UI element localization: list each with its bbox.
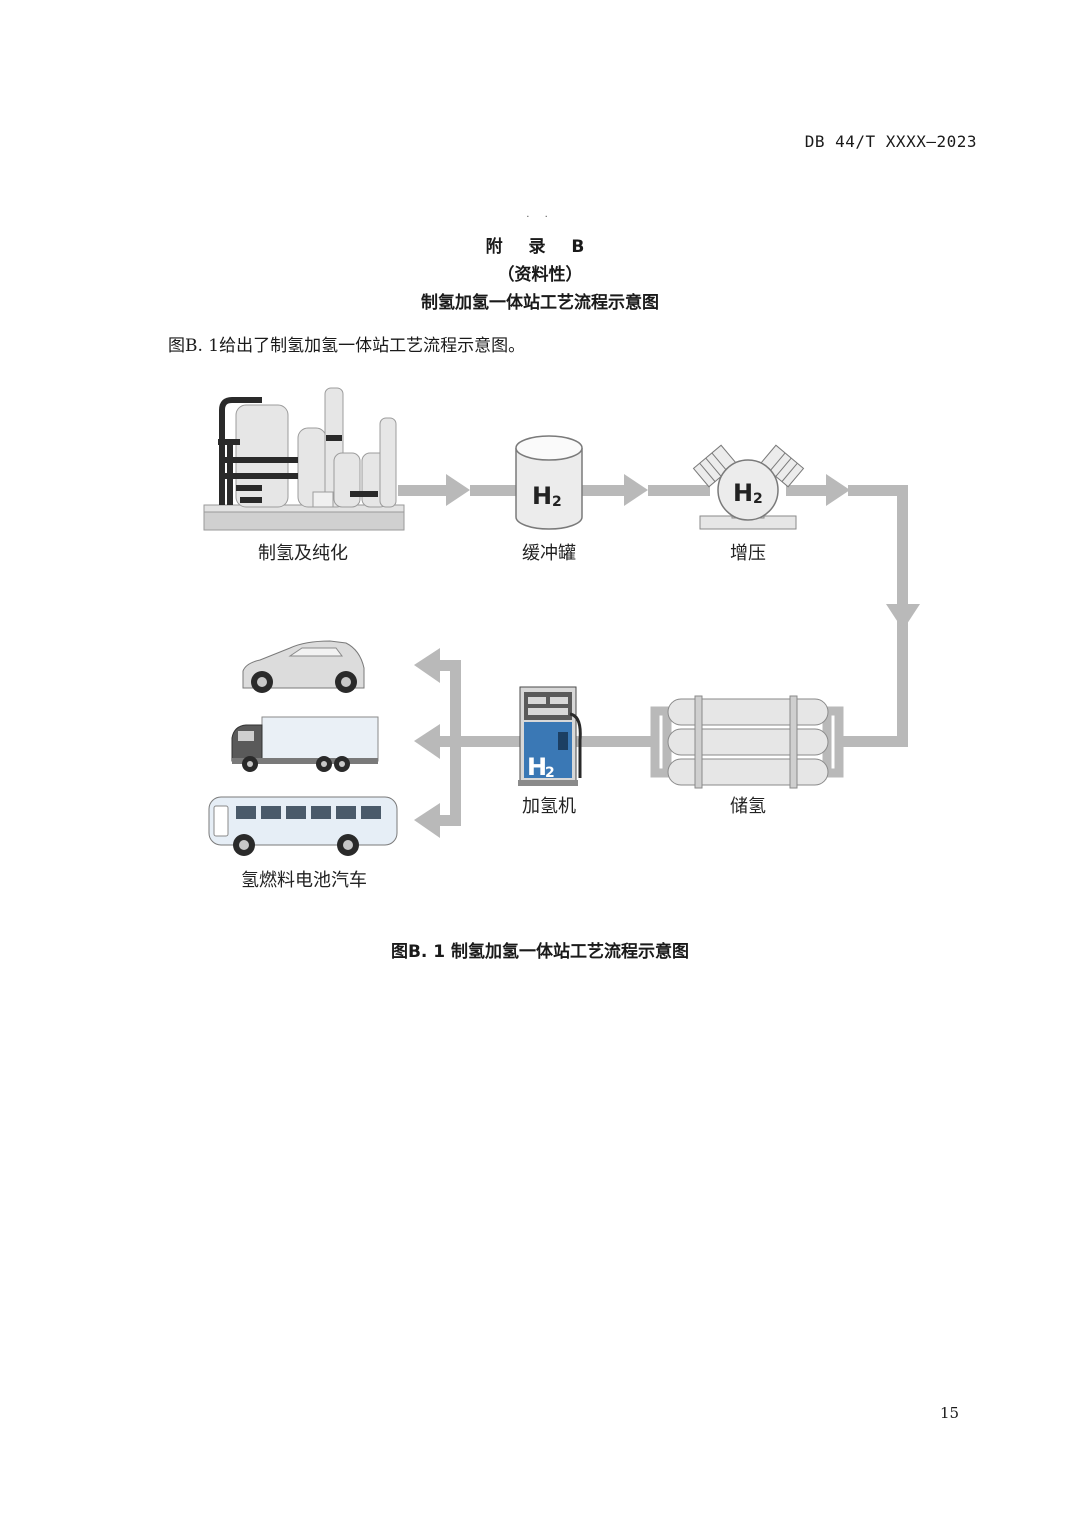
arrow-head-1 [446, 474, 470, 506]
svg-text:2: 2 [753, 491, 763, 507]
branch-vertical [450, 660, 461, 826]
branch-head-truck [414, 724, 440, 759]
svg-text:H: H [527, 753, 547, 781]
arrow-shaft-1 [398, 485, 448, 496]
branch-shaft-car [436, 660, 461, 671]
decorative-dots: · · [526, 212, 554, 223]
arrow-shaft-2 [470, 485, 516, 496]
label-buffer-tank: 缓冲罐 [522, 543, 576, 564]
bus-icon [208, 796, 398, 856]
label-storage: 储氢 [730, 796, 766, 817]
label-dispenser: 加氢机 [522, 796, 576, 817]
h2-symbol-buffer: H 2 [532, 482, 562, 510]
branch-shaft-bus [436, 815, 461, 826]
arrow-shaft-4 [648, 485, 710, 496]
arrow-head-5 [826, 474, 850, 506]
dispenser-icon [518, 686, 582, 786]
arrow-shaft-7 [840, 736, 908, 747]
label-compression: 增压 [730, 543, 766, 564]
svg-text:2: 2 [545, 765, 555, 781]
arrow-head-down [886, 604, 920, 630]
arrow-head-3 [624, 474, 648, 506]
label-production: 制氢及纯化 [258, 543, 348, 564]
page-number: 15 [940, 1404, 960, 1422]
arrow-shaft-6 [848, 485, 908, 496]
h2-symbol-dispenser: H 2 [527, 753, 555, 781]
arrow-shaft-8 [576, 736, 656, 747]
buffer-tank-icon [515, 435, 583, 530]
appendix-nature: （资料性） [497, 265, 583, 285]
appendix-title: 附 录 B [485, 237, 595, 257]
intro-paragraph: 图B. 1给出了制氢加氢一体站工艺流程示意图。 [168, 336, 526, 356]
svg-text:H: H [532, 482, 552, 510]
document-code: DB 44/T XXXX—2023 [804, 132, 977, 151]
arrow-shaft-3 [580, 485, 626, 496]
arrow-shaft-9 [440, 736, 520, 747]
storage-cylinders-icon [650, 695, 844, 789]
arrow-shaft-5 [786, 485, 828, 496]
flow-arrows [398, 474, 920, 838]
production-plant-icon [203, 387, 405, 531]
label-vehicles: 氢燃料电池汽车 [241, 870, 367, 891]
svg-text:H: H [733, 479, 753, 507]
figure-caption: 图B. 1 制氢加氢一体站工艺流程示意图 [390, 942, 690, 962]
h2-symbol-compressor: H 2 [733, 479, 763, 507]
branch-head-car [414, 648, 440, 683]
branch-head-bus [414, 803, 440, 838]
truck-icon [231, 716, 379, 772]
compressor-icon [692, 444, 805, 530]
svg-text:2: 2 [552, 494, 562, 510]
appendix-name: 制氢加氢一体站工艺流程示意图 [421, 293, 659, 313]
car-icon [242, 640, 365, 693]
